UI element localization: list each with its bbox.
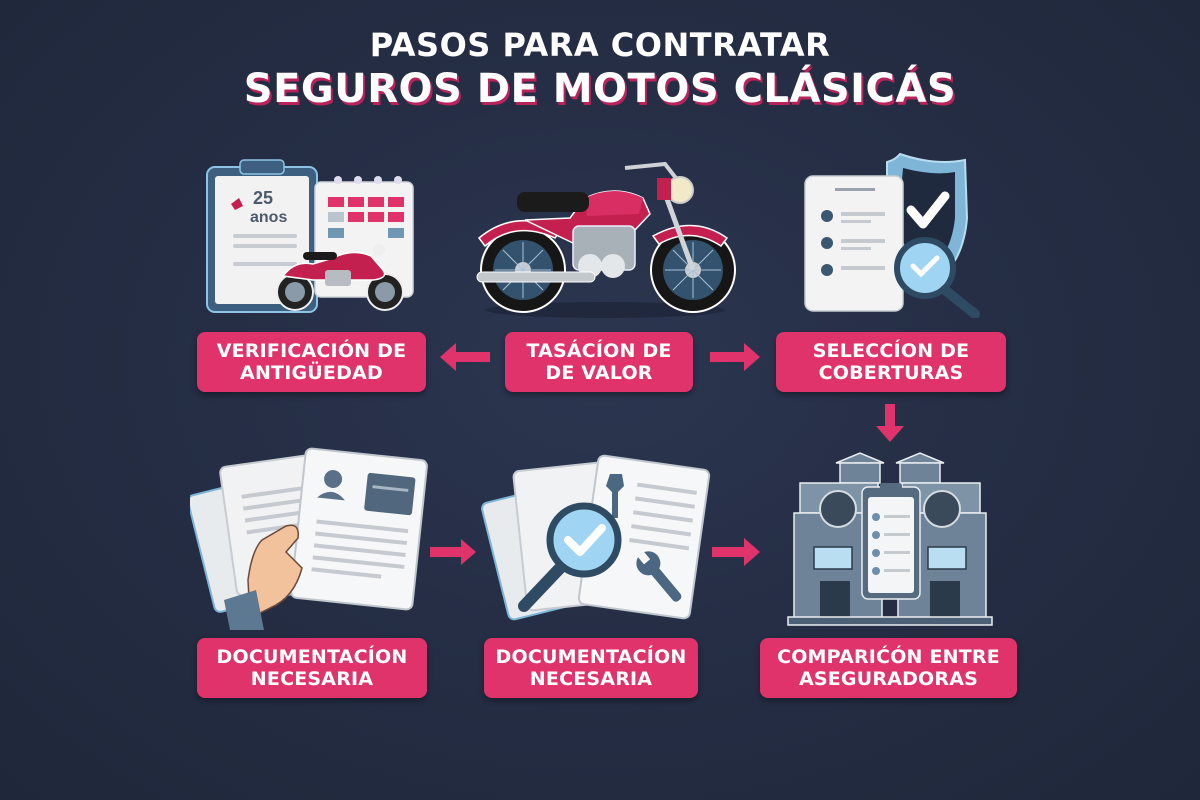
step-6-line-1: COMPARIĆÓN ENTRE [777, 646, 1000, 668]
title-line-1: PASOS PARA CONTRATAR [369, 26, 831, 64]
step-box-seleccion-coberturas: SELECCÍON DE COBERTURAS [776, 332, 1006, 392]
clipboard-calendar-motorcycle-icon: 25 anos [206, 159, 414, 313]
step-5-line-2: NECESARIA [529, 668, 653, 690]
years-unit: anos [250, 209, 287, 226]
classic-motorcycle-icon [476, 161, 736, 318]
years-number: 25 [253, 188, 273, 208]
step-5-line-1: DOCUMENTACÍON [495, 646, 687, 668]
arrow-right-icon [710, 343, 760, 371]
documents-magnifier-check-wrench-icon [481, 454, 711, 621]
title-line-2: SEGUROS DE MOTOS CLÁSICÁS [243, 66, 957, 112]
step-box-documentacion-necesaria-1: DOCUMENTACÍON NECESARIA [197, 638, 427, 698]
step-box-comparacion-aseguradoras: COMPARIĆÓN ENTRE ASEGURADORAS [760, 638, 1017, 698]
step-box-verificacion-antiguedad: VERIFICACIÓN DE ANTIGÜEDAD [197, 332, 426, 392]
arrow-right-icon [430, 539, 476, 565]
step-box-documentacion-necesaria-2: DOCUMENTACÍON NECESARIA [484, 638, 698, 698]
arrow-right-icon [712, 538, 760, 566]
step-3-line-2: COBERTURAS [818, 362, 964, 384]
step-2-line-2: DE VALOR [545, 362, 653, 384]
step-2-line-1: TASÁCÍON DE [526, 340, 672, 362]
arrow-down-icon [876, 404, 904, 442]
step-6-line-2: ASEGURADORAS [798, 668, 979, 690]
step-1-line-1: VERIFICACIÓN DE [216, 340, 407, 362]
hand-holding-documents-icon [190, 447, 428, 630]
step-box-tasacion-valor: TASÁCÍON DE DE VALOR [505, 332, 693, 392]
checklist-shield-magnifier-icon [804, 152, 980, 318]
step-4-line-2: NECESARIA [250, 668, 374, 690]
arrow-left-icon [440, 343, 490, 371]
insurance-buildings-clipboard-icon [787, 452, 993, 626]
step-4-line-1: DOCUMENTACÍON [216, 646, 408, 668]
step-1-line-2: ANTIGÜEDAD [240, 362, 383, 384]
step-3-line-1: SELECCÍON DE [812, 340, 970, 362]
